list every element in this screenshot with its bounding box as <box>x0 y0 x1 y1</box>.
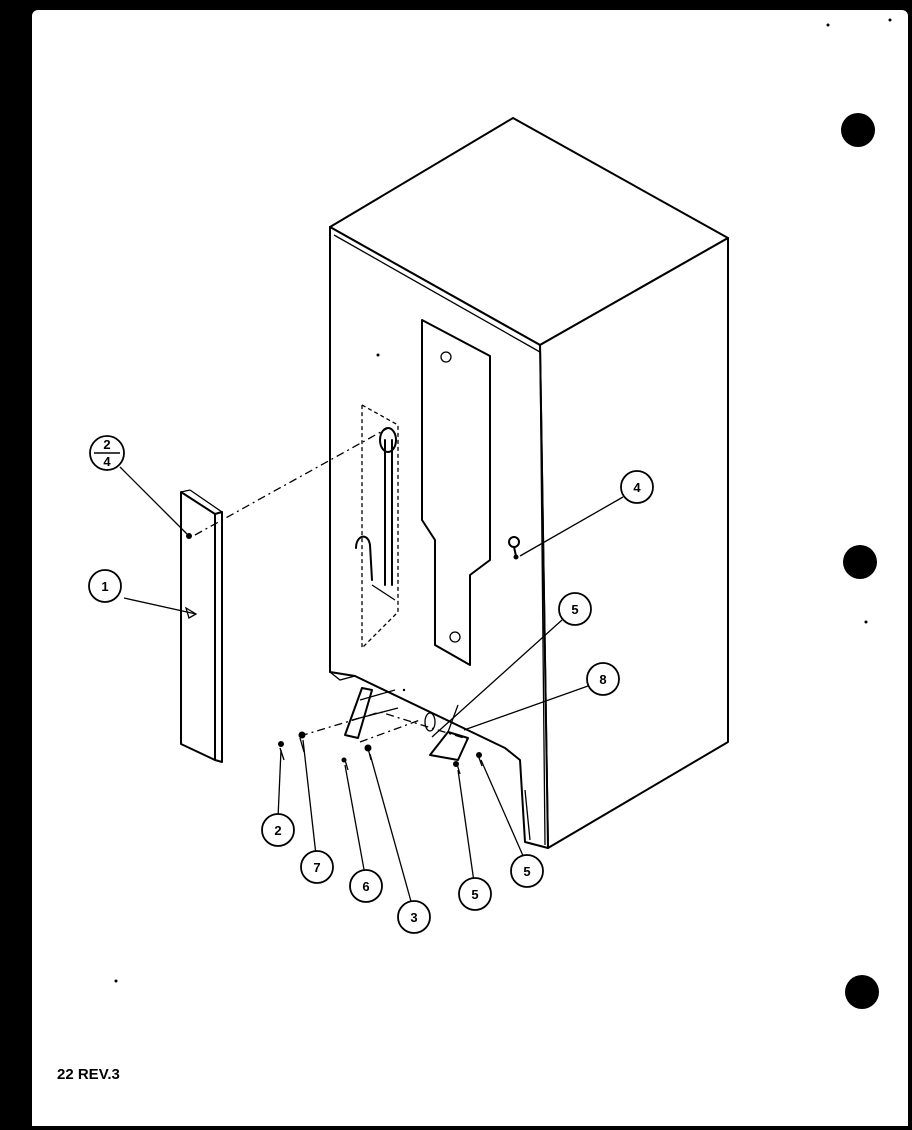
back-panel-channel <box>355 319 491 666</box>
cabinet-back-face <box>329 226 549 849</box>
cabinet-side-face <box>539 237 729 849</box>
svg-text:3: 3 <box>410 910 417 925</box>
callout-2-over-4-bottom: 4 <box>103 454 111 469</box>
callout-1: 1 <box>88 569 122 603</box>
binder-hole-middle <box>843 545 877 579</box>
svg-text:2: 2 <box>274 823 281 838</box>
binder-hole-bottom <box>845 975 879 1009</box>
callout-2-over-4: 2 4 <box>89 435 125 471</box>
refrigerator-cabinet <box>329 117 729 849</box>
svg-text:8: 8 <box>599 672 606 687</box>
binder-hole-top <box>841 113 875 147</box>
side-fastener <box>508 536 520 560</box>
callout-3: 3 <box>397 900 431 934</box>
page-revision-label: 22 REV.3 <box>57 1066 120 1083</box>
cover-plate <box>421 319 491 666</box>
cover-strip-part-1 <box>180 489 223 763</box>
svg-text:5: 5 <box>471 887 478 902</box>
svg-text:6: 6 <box>362 879 369 894</box>
projection-line <box>194 427 389 536</box>
callout-7: 7 <box>300 850 334 884</box>
svg-text:7: 7 <box>313 860 320 875</box>
svg-text:5: 5 <box>523 864 530 879</box>
bracket-left <box>344 687 373 739</box>
svg-text:4: 4 <box>633 480 641 495</box>
stray-marks <box>114 18 892 983</box>
bracket-right <box>429 731 469 761</box>
callout-5-lower-right: 5 <box>510 854 544 888</box>
callout-2-over-4-top: 2 <box>103 437 110 452</box>
svg-text:1: 1 <box>101 579 108 594</box>
callout-8: 8 <box>586 662 620 696</box>
callout-5-lower-left: 5 <box>458 877 492 911</box>
callout-5-upper: 5 <box>558 592 592 626</box>
callout-4: 4 <box>620 470 654 504</box>
callout-6: 6 <box>349 869 383 903</box>
binder-holes <box>841 113 879 1009</box>
leader-lines <box>119 466 624 906</box>
callout-2: 2 <box>261 813 295 847</box>
svg-text:5: 5 <box>571 602 578 617</box>
